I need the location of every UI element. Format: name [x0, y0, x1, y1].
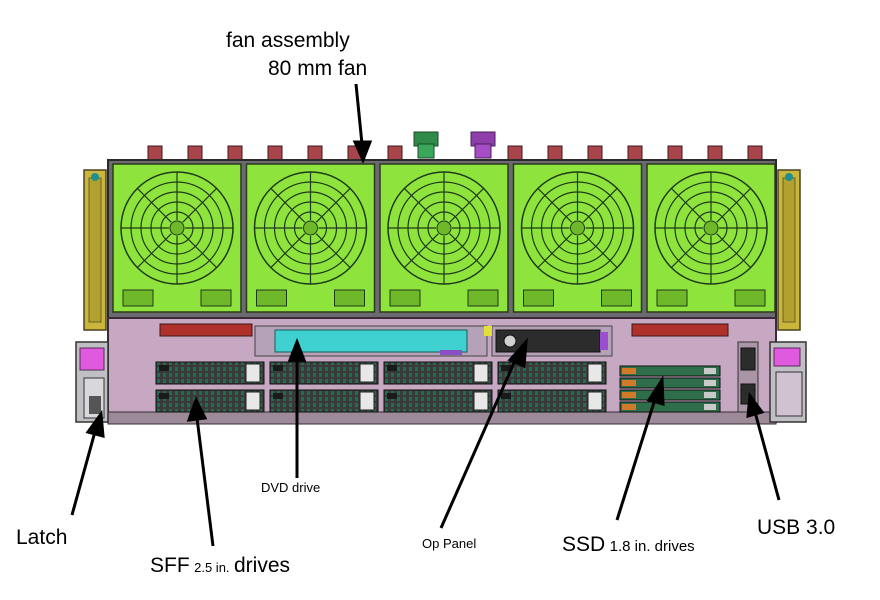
arrow-ssd [615, 395, 658, 521]
arrow-latch-head [85, 409, 105, 439]
top-stud [187, 145, 203, 161]
ssd-drive [619, 401, 721, 413]
right-rail [777, 169, 801, 331]
fan-module [512, 163, 643, 313]
label-sff-tail: drives [234, 554, 291, 577]
op-panel [484, 325, 613, 357]
label-ssd-size: 1.8 in. drives [609, 538, 695, 555]
left-latch [75, 341, 109, 423]
top-stud [627, 145, 643, 161]
label-ssd-main: SSD [562, 533, 606, 556]
label-sff-size: 2.5 in. [194, 560, 230, 575]
label-op-panel: Op Panel [422, 536, 477, 551]
label-sff: SFF 2.5 in. drives [150, 554, 290, 578]
ssd-drive-bay [619, 365, 721, 413]
top-stud [587, 145, 603, 161]
arrow-dvd-head [287, 337, 307, 362]
arrow-fan-head [352, 140, 373, 164]
fan-row [112, 163, 776, 313]
top-stud [747, 145, 763, 161]
label-latch: Latch [16, 526, 68, 549]
label-sff-main: SFF [150, 554, 190, 577]
bezel-tab-left [159, 323, 253, 337]
label-fan-size: 80 mm fan [268, 57, 368, 80]
top-stud [387, 145, 403, 161]
bezel-tab-right [631, 323, 729, 337]
arrow-latch [70, 427, 98, 516]
fan-module [646, 163, 776, 313]
fan-module [112, 163, 242, 313]
arrow-op-head [507, 337, 528, 369]
arrow-ssd-head [646, 375, 665, 407]
label-ssd: SSD 1.8 in. drives [562, 533, 695, 557]
sff-drive [383, 389, 493, 413]
top-stud [267, 145, 283, 161]
arrow-sff [195, 417, 215, 547]
label-usb: USB 3.0 [757, 516, 836, 539]
sff-drive [155, 361, 265, 385]
label-dvd-drive: DVD drive [261, 480, 321, 495]
left-rail [83, 169, 107, 331]
callout-arrows [70, 83, 781, 547]
top-stud [227, 145, 243, 161]
ssd-drive [619, 389, 721, 401]
top-stud [307, 145, 323, 161]
sff-drive [155, 389, 265, 413]
top-stud [147, 145, 163, 161]
dvd-drive [254, 325, 488, 357]
arrow-fan [354, 83, 364, 145]
fan-module [245, 163, 376, 313]
sff-drive [269, 389, 379, 413]
top-stud [707, 145, 723, 161]
green-knob [413, 131, 439, 159]
right-latch [769, 341, 807, 423]
sff-drive [497, 389, 607, 413]
arrow-op [439, 355, 519, 529]
sff-drive [269, 361, 379, 385]
top-stud [507, 145, 523, 161]
label-fan-assembly: fan assembly [226, 29, 350, 52]
top-stud [667, 145, 683, 161]
fan-module [379, 163, 509, 313]
arrow-usb-head [746, 392, 765, 419]
sff-drive [383, 361, 493, 385]
purple-knob [470, 131, 496, 159]
top-stud [547, 145, 563, 161]
ssd-drive [619, 365, 721, 377]
bottom-strip [107, 411, 777, 425]
ssd-drive [619, 377, 721, 389]
top-studs [147, 145, 763, 161]
arrow-sff-head [186, 396, 208, 422]
arrow-usb [753, 411, 781, 501]
